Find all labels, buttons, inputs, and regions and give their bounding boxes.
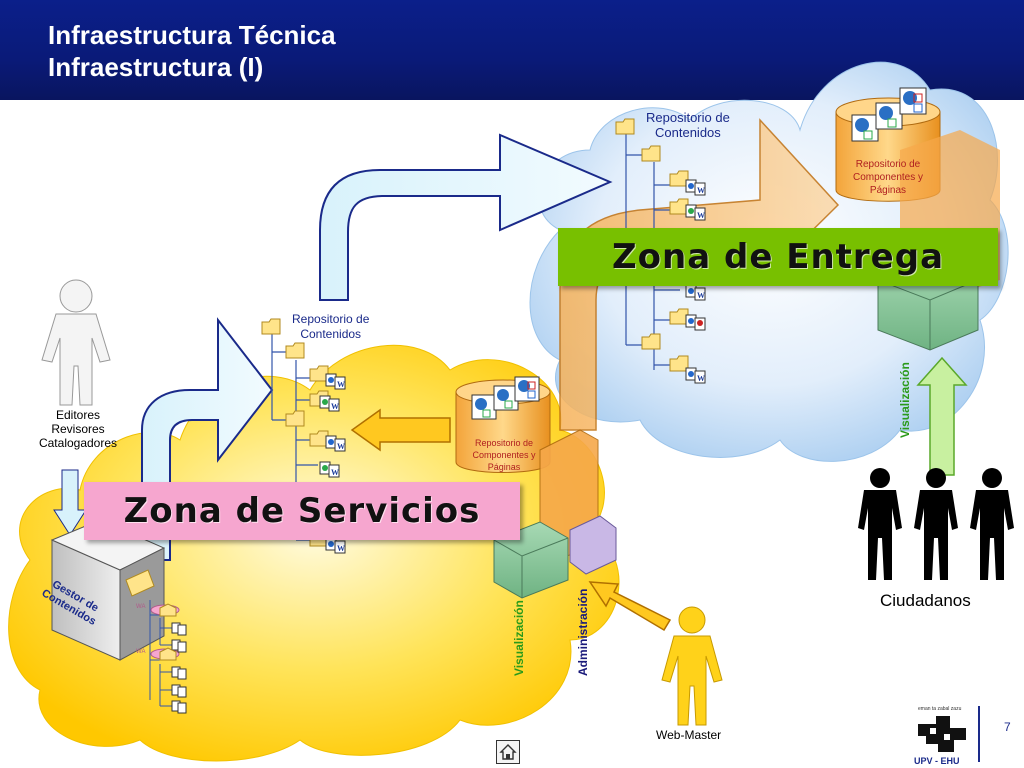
label-line: Editores (55, 408, 101, 422)
svg-text:W: W (331, 402, 339, 411)
content-repository-mid (271, 334, 318, 541)
label-line: Contenidos (655, 125, 721, 140)
label-line: Repositorio de (646, 110, 730, 125)
svg-text:W: W (337, 544, 345, 553)
editors-label: Editores Revisores Catalogadores (30, 408, 126, 450)
wa-label-2: WA (136, 649, 146, 655)
services-server (493, 429, 617, 599)
page-subtitle: Infraestructura (I) (48, 52, 264, 82)
upv-ehu-logo: eman ta zabal zazu UPV - EHU (912, 704, 972, 768)
page-title: Infraestructura Técnica (48, 20, 336, 50)
visualizacion-mid-label: Visualización (512, 600, 526, 676)
svg-text:W: W (697, 211, 705, 220)
visualizacion-right-label: Visualización (898, 362, 912, 438)
repo-componentes-top-label: Repositorio de Componentes y Páginas (840, 158, 936, 197)
home-icon[interactable] (496, 740, 520, 764)
document-icons: W W W W W W W W W (319, 179, 706, 554)
citizens-person-icon (858, 468, 1014, 580)
svg-text:W: W (337, 442, 345, 451)
logo-motto: eman ta zabal zazu (918, 706, 962, 712)
citizens-label: Ciudadanos (880, 591, 971, 610)
content-manager-tree (149, 600, 172, 707)
label-line: Páginas (487, 462, 521, 472)
svg-text:W: W (697, 291, 705, 300)
editors-arrow (53, 469, 87, 536)
extract-arrow (350, 408, 451, 452)
webmaster-arrow (588, 581, 672, 632)
label-line: Repositorio de (474, 438, 534, 448)
repo-contenidos-mid-label: Repositorio de Contenidos (292, 312, 369, 342)
webmaster-person-icon (661, 606, 723, 726)
label-line: Componentes y (472, 450, 536, 460)
page-number: 7 (1004, 720, 1011, 734)
wa-label-1: WA (136, 604, 146, 610)
label-line: Catalogadores (38, 436, 118, 450)
svg-text:W: W (337, 380, 345, 389)
administracion-label: Administración (576, 588, 590, 676)
footer-divider (978, 706, 980, 762)
svg-text:W: W (697, 186, 705, 195)
editor-person-icon (41, 279, 111, 406)
services-zone-label: Zona de Servicios (84, 482, 520, 540)
label-line: Repositorio de (855, 159, 921, 170)
svg-text:W: W (697, 374, 705, 383)
repo-componentes-mid-label: Repositorio de Componentes y Páginas (456, 437, 552, 473)
delivery-zone-label: Zona de Entrega (558, 228, 998, 286)
label-line: Componentes y (852, 172, 924, 183)
logo-text: UPV - EHU (914, 756, 960, 766)
content-manager-docs (150, 603, 187, 714)
label-line: Contenidos (300, 327, 362, 341)
label-line: Revisores (51, 422, 105, 436)
label-line: Páginas (869, 185, 907, 196)
content-manager-server (50, 519, 166, 661)
publish-arrow (319, 133, 613, 301)
label-line: Repositorio de (292, 312, 370, 326)
header-bar: Infraestructura Técnica Infraestructura … (0, 0, 1024, 100)
repo-contenidos-top-label: Repositorio de Contenidos (646, 110, 730, 140)
component-repository-mid (455, 376, 551, 473)
svg-text:W: W (331, 468, 339, 477)
webmaster-label: Web-Master (656, 728, 722, 742)
citizens-arrow (916, 356, 968, 476)
